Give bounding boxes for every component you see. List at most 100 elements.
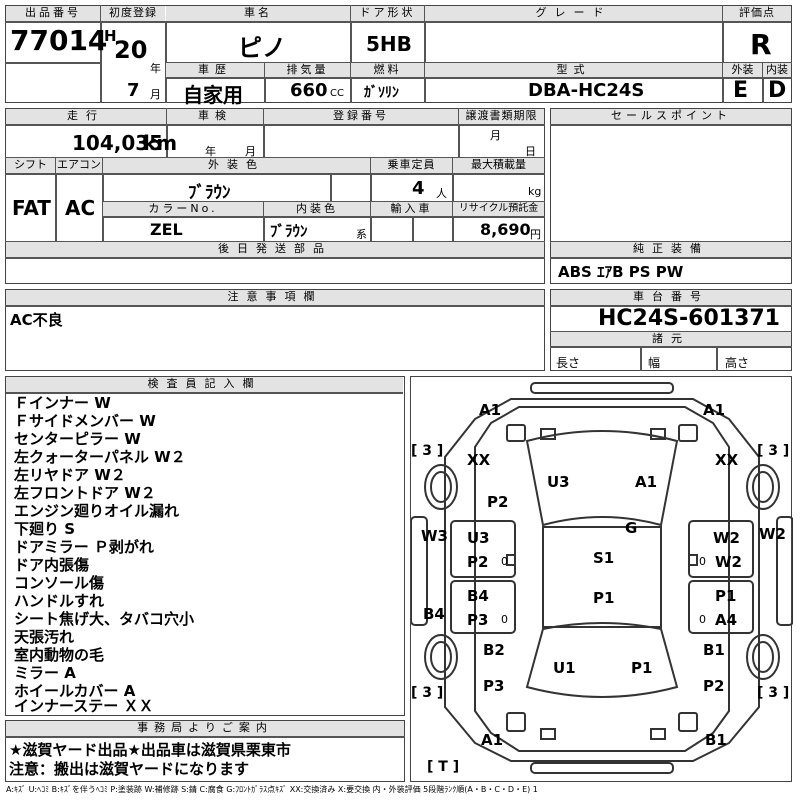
damage-mark: A1 xyxy=(635,473,657,491)
damage-mark: P1 xyxy=(715,587,736,605)
color-no-value: ZEL xyxy=(150,220,183,239)
note-line: 天張汚れ xyxy=(14,628,75,646)
first-reg-year: 20 xyxy=(114,36,148,64)
office-notice-line2: 注意：搬出は滋賀ヤードになります xyxy=(9,760,250,778)
note-line: ドア内張傷 xyxy=(14,556,90,574)
displacement-label: 排気量 xyxy=(265,63,350,77)
mileage-label: 走行 xyxy=(6,109,166,124)
note-line: センターピラー W xyxy=(14,430,141,448)
damage-mark: XX xyxy=(715,451,739,469)
office-notice-line1: ★滋賀ヤード出品★出品車は滋賀県栗東市 xyxy=(9,741,291,759)
bracket-mark: [ 3 ] xyxy=(411,685,443,701)
ac-value: AC xyxy=(65,196,96,220)
note-line: Ｆインナー W xyxy=(14,394,111,412)
bracket-mark: [ 3 ] xyxy=(411,443,443,459)
capacity-unit: 人 xyxy=(436,187,447,200)
damage-mark: P2 xyxy=(703,677,724,695)
zero-mark: 0 xyxy=(699,555,706,568)
width-label: 幅 xyxy=(648,356,661,370)
sales-point-panel xyxy=(550,108,792,284)
damage-mark: U1 xyxy=(553,659,576,677)
header-panel xyxy=(5,5,792,103)
note-line: ドアミラー Ｐ剥がれ xyxy=(14,538,154,556)
recycle-unit: 円 xyxy=(530,228,541,241)
note-line: Ｆサイドメンバー W xyxy=(14,412,156,430)
damage-mark: A1 xyxy=(703,401,725,419)
note-line: シート焦げ大、タバコ穴小 xyxy=(14,610,195,628)
ac-label: エアコン xyxy=(56,158,102,173)
transfer-day-unit: 日 xyxy=(525,145,536,158)
note-line: ホイールカバー A xyxy=(14,682,136,700)
int-color-label: 内装色 xyxy=(264,202,370,216)
note-line: ミラー A xyxy=(14,664,76,682)
damage-mark: W2 xyxy=(759,525,786,543)
vehicle-info-panel xyxy=(5,108,545,284)
damage-mark: U3 xyxy=(547,473,570,491)
color-no-label: カラーNo. xyxy=(103,202,263,216)
year-unit: 年 xyxy=(150,62,161,75)
lot-number: 77014 xyxy=(10,24,108,57)
first-reg-month: 7 xyxy=(127,80,140,101)
chassis-panel xyxy=(550,289,792,371)
fuel-value: ｶﾞｿﾘﾝ xyxy=(364,85,399,101)
history-label: 車歴 xyxy=(166,63,264,77)
note-line: 左フロントドア W２ xyxy=(14,484,156,502)
height-label: 高さ xyxy=(725,356,750,370)
note-line: コンソール傷 xyxy=(14,574,105,592)
first-reg-label: 初度登録 xyxy=(101,6,165,21)
equipment-label: 純正装備 xyxy=(551,242,791,257)
model-label: 型式 xyxy=(425,63,722,77)
damage-mark: P2 xyxy=(467,553,488,571)
damage-mark: P3 xyxy=(483,677,504,695)
interior-grade: D xyxy=(768,78,787,103)
damage-diagram-panel: A1 A1 XX XX P2 U3 A1 G W3 W2 W2 U3 P2 S1… xyxy=(410,376,793,782)
damage-mark: B1 xyxy=(705,731,727,749)
load-unit: kg xyxy=(528,185,542,198)
score-label: 評価点 xyxy=(723,6,791,21)
chassis-label: 車台番号 xyxy=(551,290,791,305)
mileage-value: 104,035 xyxy=(72,131,164,155)
note-line: ハンドルすれ xyxy=(14,592,105,610)
damage-mark: B1 xyxy=(703,641,725,659)
mileage-unit: km xyxy=(143,131,178,155)
car-name: ピノ xyxy=(238,34,286,62)
door-label: ドア形状 xyxy=(351,6,424,21)
damage-mark: A1 xyxy=(481,731,503,749)
damage-mark: A1 xyxy=(479,401,501,419)
model-value: DBA-HC24S xyxy=(528,80,645,101)
zero-mark: 0 xyxy=(501,555,508,568)
exterior-label: 外装 xyxy=(723,63,762,77)
damage-mark: W2 xyxy=(713,529,740,547)
damage-mark: P1 xyxy=(631,659,652,677)
interior-label: 内装 xyxy=(763,63,791,77)
damage-mark: B2 xyxy=(483,641,505,659)
damage-mark: S1 xyxy=(593,549,614,567)
inspector-notes-label: 検査員記入欄 xyxy=(6,377,403,392)
inspection-month-unit: 月 xyxy=(245,145,256,158)
bracket-mark: [ 3 ] xyxy=(757,685,789,701)
note-line: エンジン廻りオイル漏れ xyxy=(14,502,180,520)
bracket-mark: [ T ] xyxy=(427,759,459,775)
int-color-value: ﾌﾞﾗｳﾝ xyxy=(270,222,308,240)
note-line: 下廻り S xyxy=(14,520,76,538)
capacity-label: 乗車定員 xyxy=(371,158,452,173)
damage-mark: U3 xyxy=(467,529,490,547)
fuel-label: 燃料 xyxy=(351,63,424,77)
displacement-value: 660 xyxy=(290,80,328,101)
damage-mark: P1 xyxy=(593,589,614,607)
damage-mark: B4 xyxy=(467,587,489,605)
lot-label: 出品番号 xyxy=(6,6,100,21)
color-value: ﾌﾞﾗｳﾝ xyxy=(188,183,231,203)
chassis-number: HC24S-601371 xyxy=(598,306,780,331)
history-value: 自家用 xyxy=(183,83,243,107)
import-label: 輸入車 xyxy=(371,202,452,216)
transfer-month-unit: 月 xyxy=(490,129,501,142)
equipment-value: ABS ｴｱB PS PW xyxy=(558,263,684,281)
note-line: 室内動物の毛 xyxy=(14,646,105,664)
score-value: R xyxy=(750,28,772,61)
damage-mark: W3 xyxy=(421,527,448,545)
recycle-label: リサイクル預託金 xyxy=(453,202,544,216)
zero-mark: 0 xyxy=(501,613,508,626)
spec-label: 諸元 xyxy=(551,332,791,346)
color-label: 外装色 xyxy=(103,158,370,173)
